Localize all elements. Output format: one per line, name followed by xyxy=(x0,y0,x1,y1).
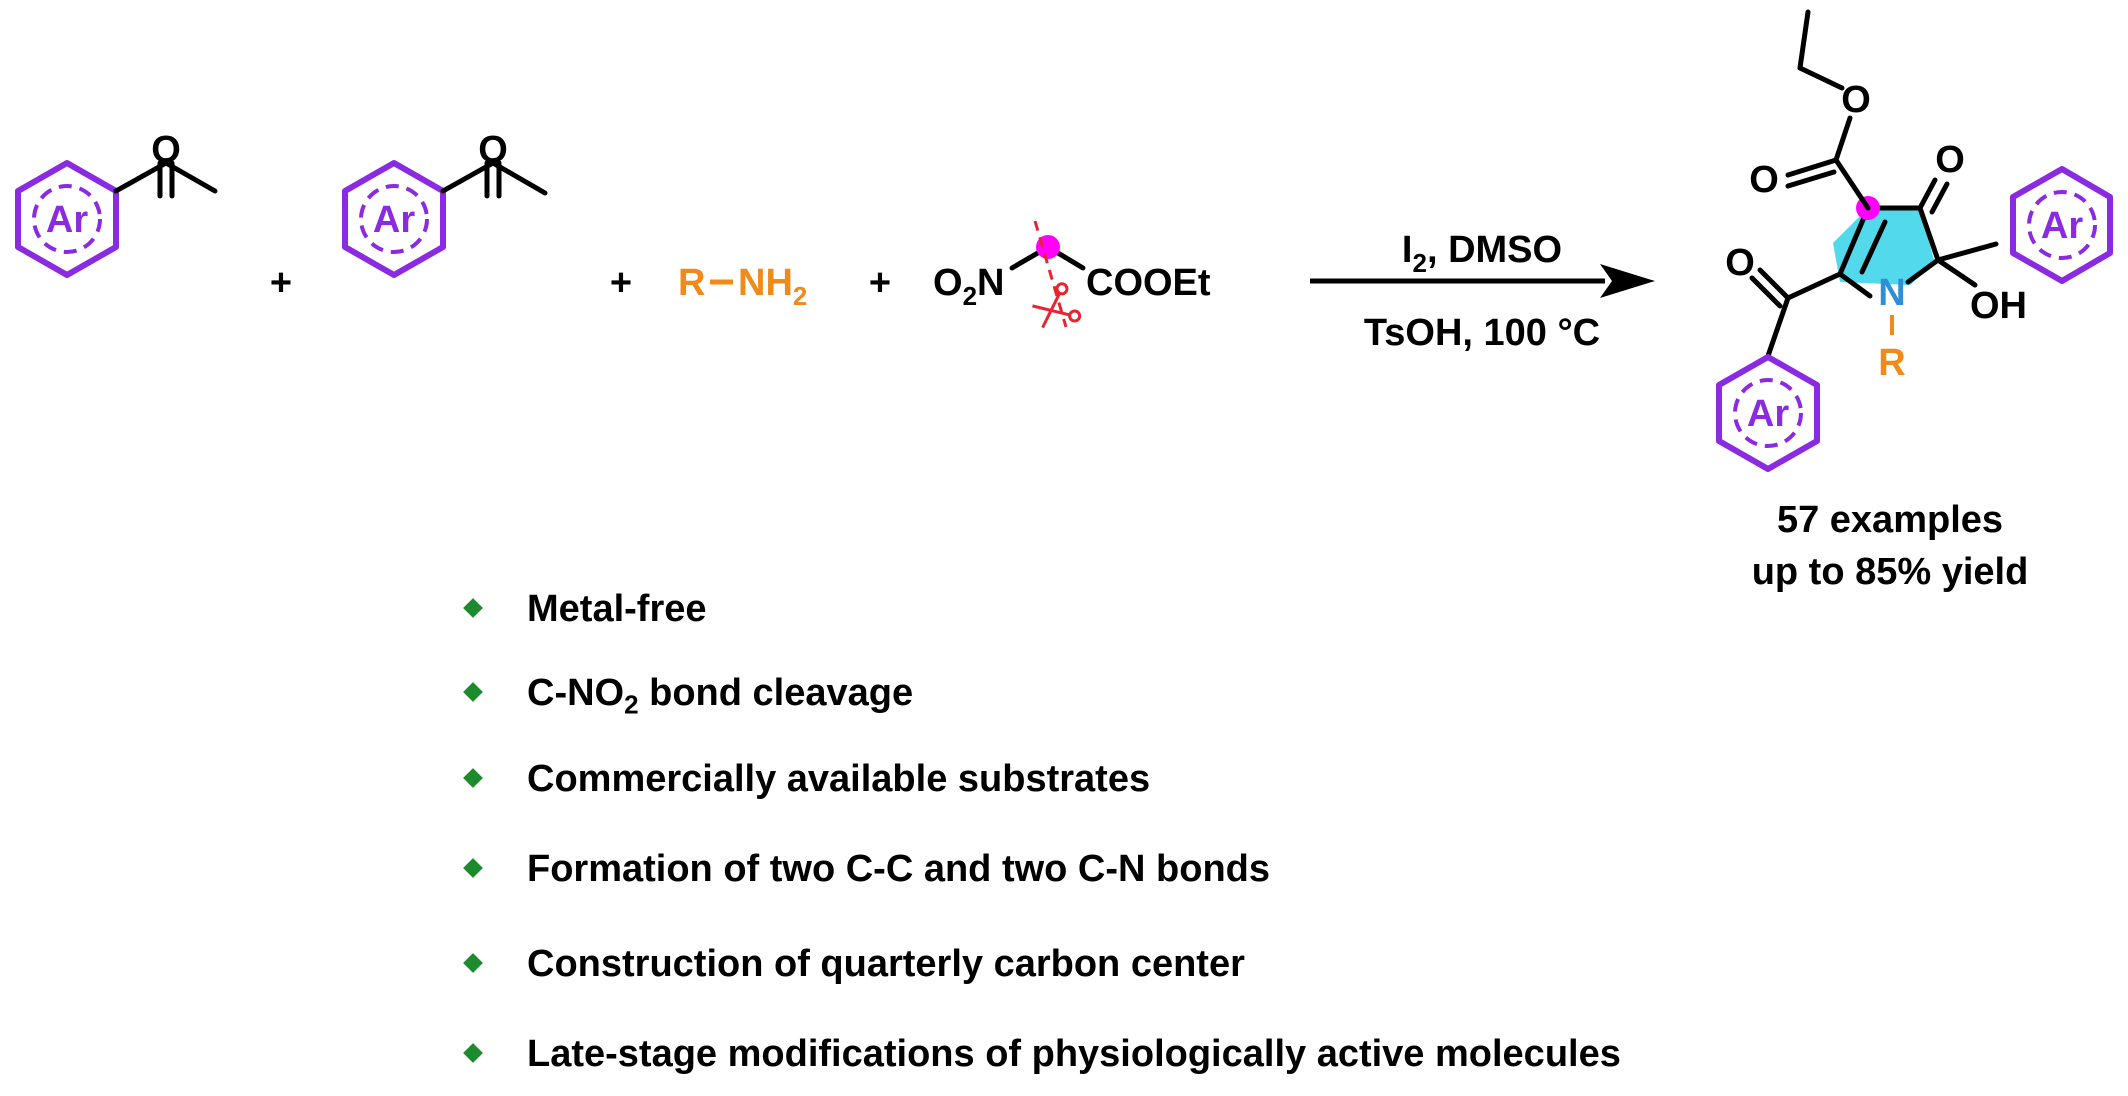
aromatic-circle-icon xyxy=(32,184,102,254)
arrowhead-icon xyxy=(1600,264,1655,298)
carbonyl-oxygen: O xyxy=(151,129,181,171)
conditions-line-1: I2, DMSO xyxy=(1402,229,1562,278)
reactant-aryl-ketone-1: Ar O xyxy=(15,129,218,278)
amine-nh: NH2 xyxy=(738,262,807,311)
aryl-ring-icon xyxy=(2010,166,2113,284)
aryl-label: Ar xyxy=(2041,205,2083,247)
aromatic-circle-icon xyxy=(1733,378,1803,448)
nitro-group: O2N xyxy=(933,262,1004,311)
feature-text: Metal-free xyxy=(527,588,707,630)
plus-sign: + xyxy=(610,262,632,304)
feature-text: Late-stage modifications of physiologica… xyxy=(527,1033,1621,1075)
aryl-label: Ar xyxy=(373,199,415,241)
yield-summary: up to 85% yield xyxy=(1752,551,2029,593)
examples-count: 57 examples xyxy=(1777,499,2003,541)
ring-nitrogen: N xyxy=(1878,272,1905,314)
reaction-arrow xyxy=(1310,264,1655,298)
product-molecule: N R O OH Ar O O O Ar xyxy=(1716,9,2113,472)
aryl-ring-icon xyxy=(1716,354,1820,472)
aryl-label: Ar xyxy=(1747,393,1789,435)
reactant-amine: R NH2 xyxy=(678,262,807,311)
hydroxyl-group: OH xyxy=(1970,285,2027,327)
plus-sign: + xyxy=(869,262,891,304)
reactant-aryl-ketone-2: Ar O xyxy=(342,129,548,278)
ring-ketone-oxygen: O xyxy=(1935,139,1965,181)
feature-text: Commercially available substrates xyxy=(527,758,1151,800)
ester-group: COOEt xyxy=(1086,262,1211,304)
cleavage-line xyxy=(1033,220,1068,328)
feature-text: Formation of two C-C and two C-N bonds xyxy=(527,848,1271,890)
ester-carbonyl-oxygen: O xyxy=(1749,159,1779,201)
plus-sign: + xyxy=(270,262,292,304)
aromatic-circle-icon xyxy=(2027,190,2097,260)
amine-r-group: R xyxy=(678,262,705,304)
n-substituent-r: R xyxy=(1878,342,1905,384)
aromatic-circle-icon xyxy=(359,184,429,254)
aryl-label: Ar xyxy=(46,199,88,241)
reactant-ethyl-nitroacetate: O2N COOEt xyxy=(933,220,1211,329)
scissors-icon xyxy=(1032,282,1082,329)
feature-text: C-NO2 bond cleavage xyxy=(527,672,914,720)
ester-ether-oxygen: O xyxy=(1841,79,1871,121)
conditions-line-2: TsOH, 100 °C xyxy=(1364,312,1600,354)
feature-text: Construction of quarterly carbon center xyxy=(527,943,1245,985)
carbonyl-oxygen: O xyxy=(478,129,508,171)
aroyl-oxygen: O xyxy=(1725,242,1755,284)
